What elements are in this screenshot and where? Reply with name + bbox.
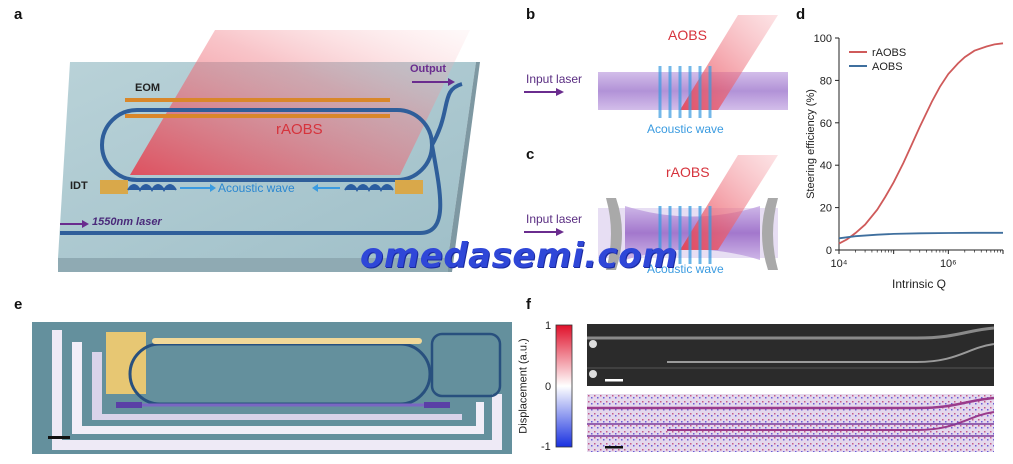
laser-label: 1550nm laser [92, 216, 162, 228]
displacement-colorbar [555, 324, 573, 448]
series-line-aobs [838, 231, 1003, 240]
output-label: Output [410, 63, 447, 75]
reflector-left [127, 184, 177, 192]
raobs-label-c: rAOBS [666, 164, 710, 180]
chart-y-axis-label: Steering efficiency (%) [804, 89, 817, 199]
y-tick-label: 80 [820, 75, 832, 87]
idt-e-right [424, 402, 450, 408]
cavity-mirror-left [606, 198, 622, 270]
acoustic-wave-label-a: Acoustic wave [218, 181, 295, 195]
panel-letter-f: f [526, 296, 531, 313]
panel-a-illustration [58, 30, 480, 272]
chart-series [838, 42, 1004, 245]
chart-x-axis-label: Intrinsic Q [892, 277, 947, 291]
panel-letter-c: c [526, 146, 535, 163]
acoustic-arrowhead-right [210, 184, 216, 192]
colorbar-tick-top: 1 [545, 320, 552, 332]
sem-micrograph [587, 324, 995, 386]
x-tick-label: 10⁶ [940, 258, 957, 270]
chip-side-face [448, 62, 480, 272]
eom-label: EOM [135, 82, 161, 94]
y-tick-label: 40 [820, 160, 832, 172]
input-laser-label-b: Input laser [526, 72, 583, 86]
output-waveguide [430, 82, 463, 146]
y-tick-label: 100 [814, 33, 832, 45]
panel-letter-d: d [796, 6, 806, 23]
idt-left [100, 180, 128, 194]
y-tick-label: 0 [826, 245, 832, 257]
idt-label: IDT [70, 180, 88, 192]
steering-efficiency-chart: 0 20 40 60 80 100 10⁴ 10⁶ rAOBS AOBS [814, 33, 1004, 270]
scale-bar-f-bottom [605, 446, 623, 449]
eom-electrode-top [125, 98, 390, 102]
displacement-field-map [587, 394, 995, 452]
raobs-beam-c [680, 155, 778, 250]
watermark-text: omedasemi.com [360, 236, 678, 276]
series-line-raobs [838, 42, 1004, 245]
idt-e-left [116, 402, 142, 408]
acoustic-arrowhead-left [312, 184, 318, 192]
colorbar-label: Displacement (a.u.) [517, 338, 530, 434]
eom-electrode-bottom [125, 114, 390, 118]
raobs-label-a: rAOBS [276, 121, 323, 138]
idt-right [395, 180, 423, 194]
scale-bar-f-top [605, 379, 623, 382]
aobs-beam-b [680, 15, 778, 110]
chart-legend: rAOBS AOBS [849, 47, 906, 73]
legend-label-raobs: rAOBS [872, 47, 906, 59]
chart-axes: 0 20 40 60 80 100 10⁴ 10⁶ [814, 33, 1004, 270]
bus-waveguide [60, 144, 443, 235]
acoustic-wave-label-c: Acoustic wave [647, 262, 724, 276]
panel-letter-b: b [526, 6, 536, 23]
y-tick-label: 20 [820, 203, 832, 215]
colorbar-tick-bottom: -1 [541, 441, 551, 453]
panel-c-illustration [524, 155, 778, 270]
cavity-mirror-right [762, 198, 778, 270]
colorbar-tick-mid: 0 [545, 381, 552, 393]
y-tick-label: 60 [820, 118, 832, 130]
aobs-label-b: AOBS [668, 27, 707, 43]
reflector-right [344, 184, 394, 192]
panel-letter-e: e [14, 296, 23, 313]
gold-electrode [106, 332, 146, 394]
laser-arrowhead [82, 220, 89, 228]
scale-bar-e [48, 436, 70, 439]
acoustic-wave-label-b: Acoustic wave [647, 122, 724, 136]
panel-letter-a: a [14, 6, 23, 23]
input-laser-label-c: Input laser [526, 212, 583, 226]
eom-electrode-e [152, 338, 422, 344]
panel-b-illustration [524, 15, 788, 118]
chip-front-face [58, 258, 448, 272]
output-arrowhead [448, 78, 455, 86]
panel-e-micrograph [32, 322, 512, 454]
raobs-beam [130, 30, 470, 175]
x-tick-label: 10⁴ [831, 258, 848, 270]
legend-label-aobs: AOBS [872, 61, 903, 73]
